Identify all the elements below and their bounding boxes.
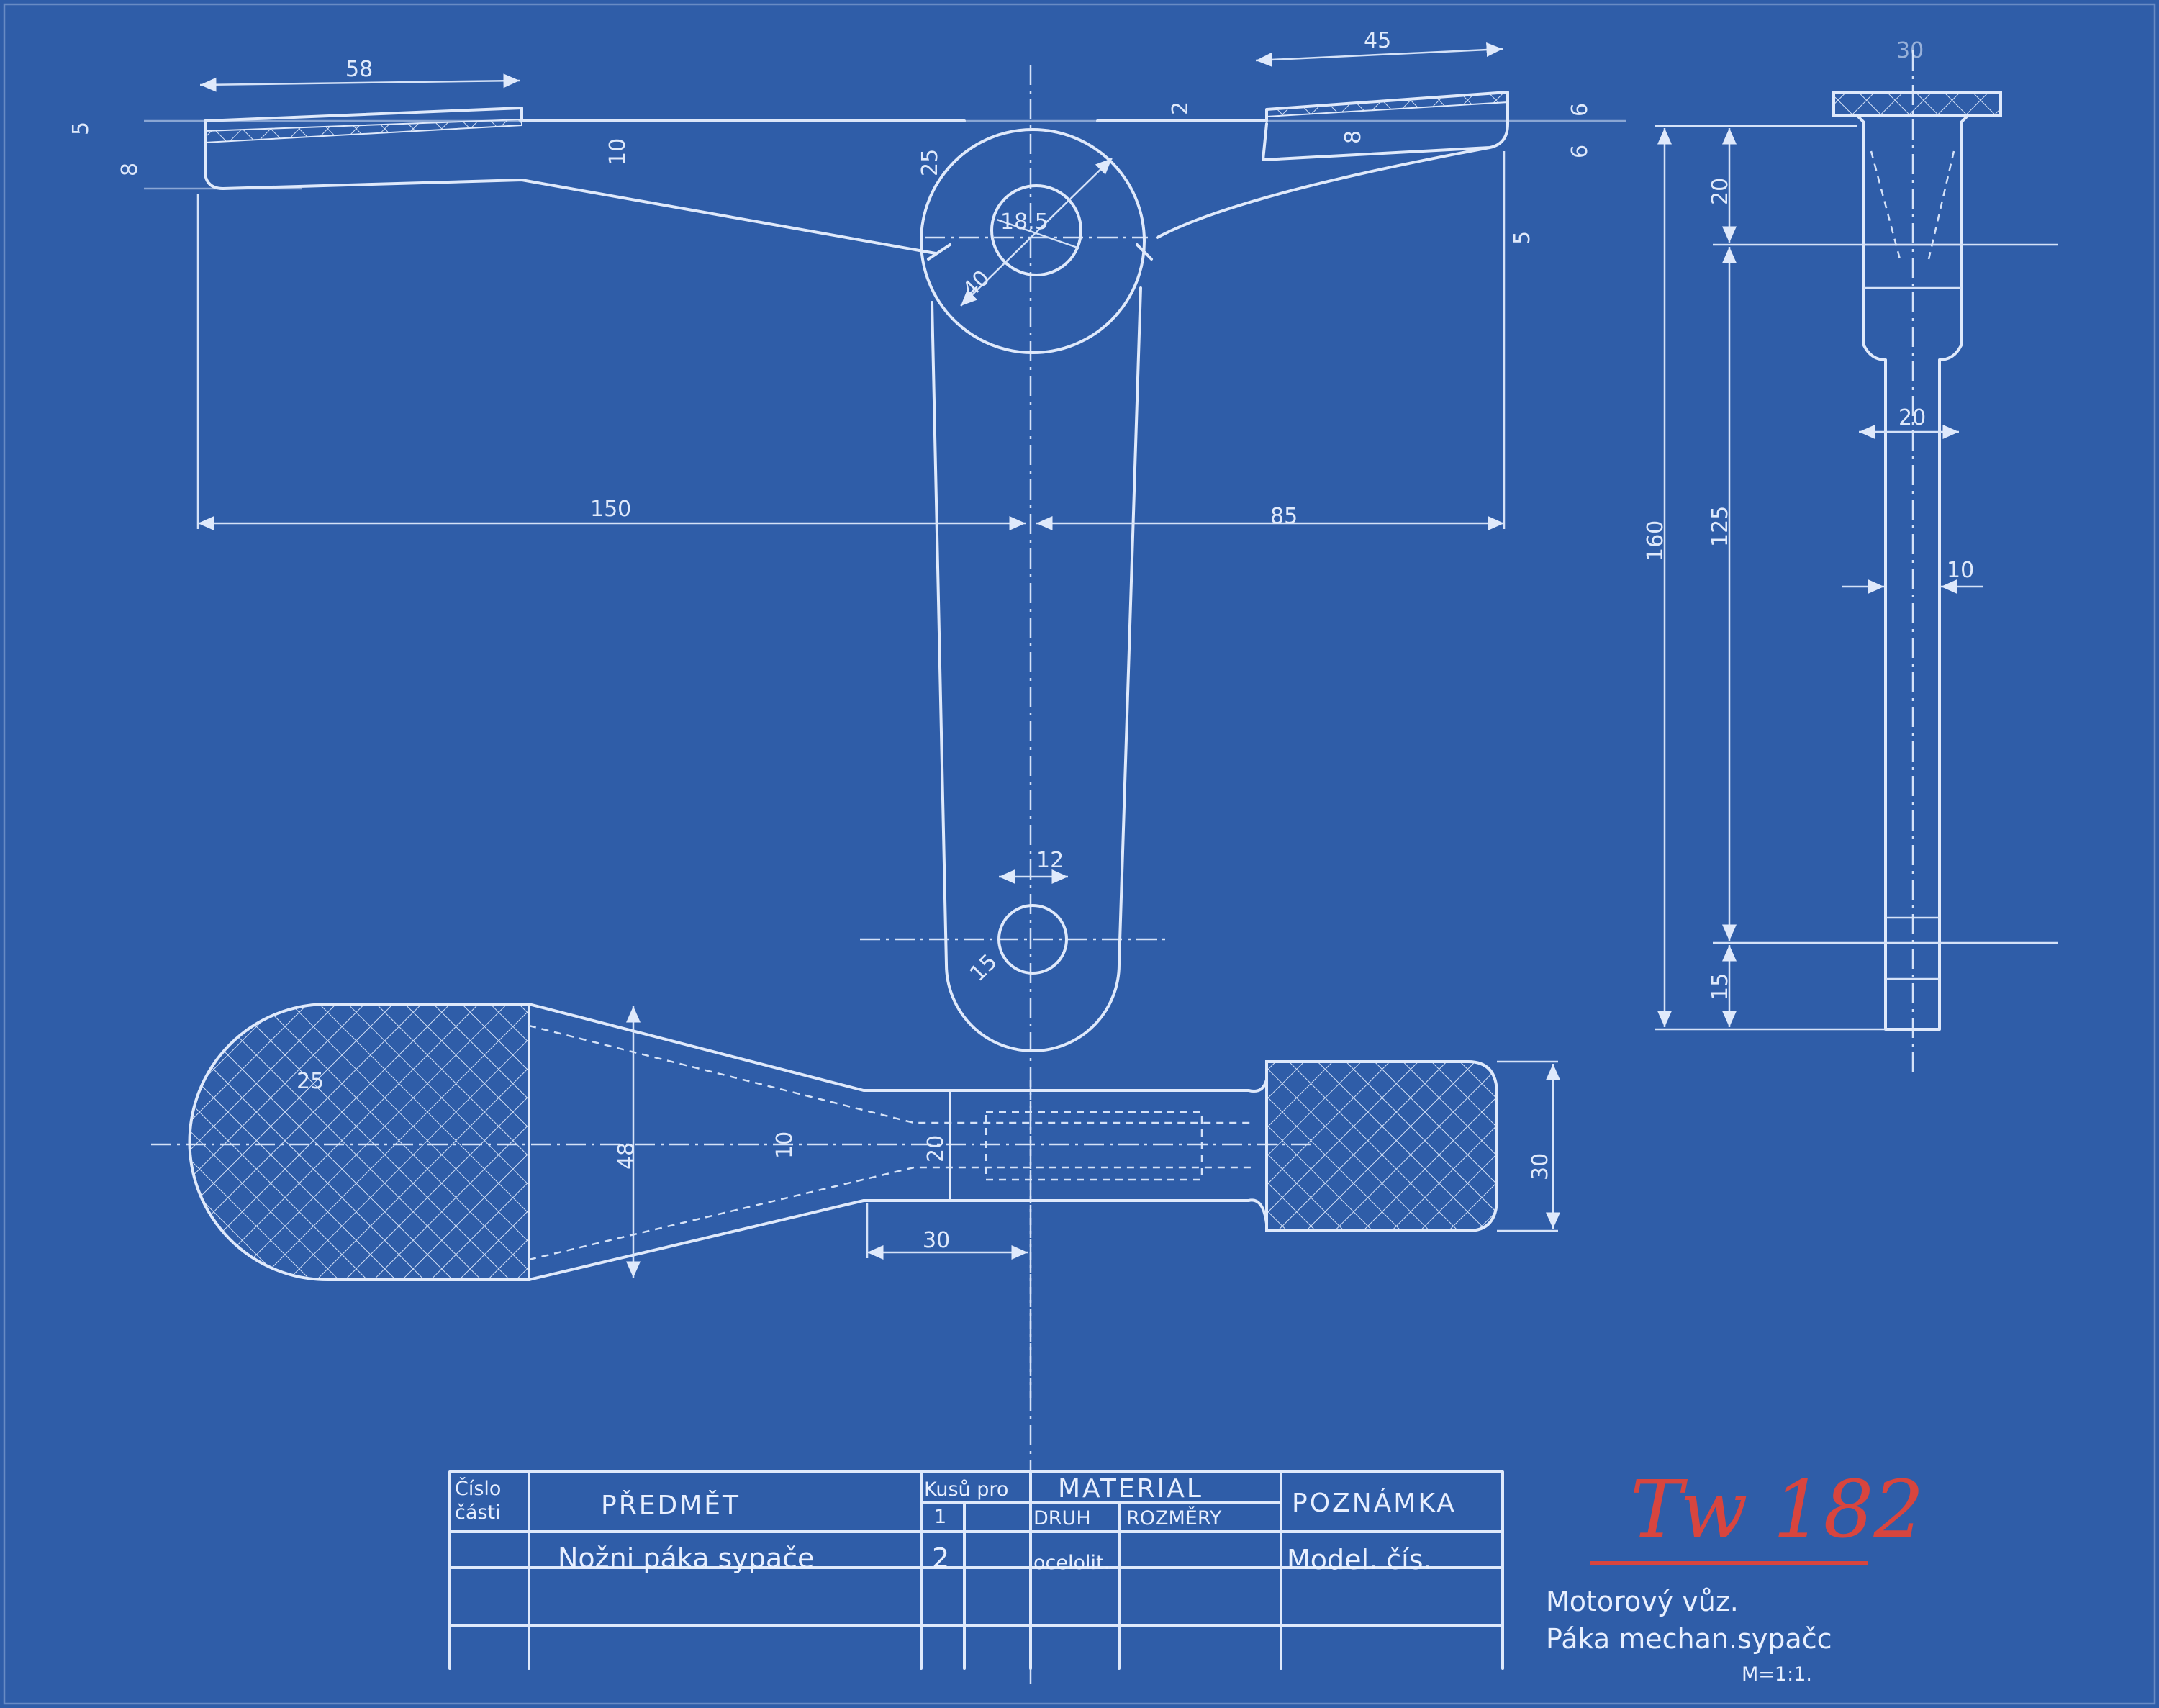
dim-6b: 6 <box>1567 145 1593 158</box>
hub-boss <box>920 128 1146 354</box>
drawing-number-stamp: Tw 182 <box>1630 1463 1924 1555</box>
dim-58: 58 <box>345 57 373 82</box>
caption-line1: Motorový vůz. <box>1546 1586 1739 1617</box>
dim-line-45 <box>1255 42 1503 67</box>
dim-5: 5 <box>68 122 94 135</box>
row-subject: Nožni páka sypače <box>558 1542 814 1574</box>
right-pad-knurled <box>1265 1060 1498 1232</box>
dim-150: 150 <box>590 497 631 522</box>
plan-dim-20: 20 <box>923 1135 949 1162</box>
side-dim-w20: 20 <box>1898 405 1926 430</box>
lower-hole <box>997 904 1068 975</box>
dim-40: 40 <box>958 266 995 303</box>
side-top-pad <box>1832 91 2002 117</box>
col-material-kind: DRUH <box>1033 1507 1091 1529</box>
plan-dim-30w: 30 <box>923 1228 950 1253</box>
side-view: 30 20 160 125 15 20 10 <box>1643 38 2058 1072</box>
dim-2: 2 <box>1168 101 1193 115</box>
plan-taper <box>528 1003 951 1281</box>
dim-18-5: 18.5 <box>1000 209 1049 235</box>
plan-hub <box>949 1078 1268 1225</box>
row-material: ocelolit. <box>1033 1552 1110 1574</box>
side-dim-125: 125 <box>1708 506 1733 547</box>
side-body <box>1855 114 1970 1031</box>
plan-dim-30h: 30 <box>1528 1153 1553 1180</box>
col-subject: PŘEDMĚT <box>601 1490 741 1520</box>
dim-15: 15 <box>965 949 1002 987</box>
col-part-no-1: Číslo <box>455 1477 501 1500</box>
side-dim-30-top: 30 <box>1896 38 1924 63</box>
plan-dim-25: 25 <box>297 1069 324 1094</box>
dim-8-right: 8 <box>1341 130 1366 144</box>
row-note: Model. čís. <box>1287 1544 1432 1576</box>
title-block: Číslo části PŘEDMĚT Kusů pro 1 MATERIAL … <box>448 1470 1504 1670</box>
col-material-dims: ROZMĚRY <box>1126 1506 1222 1529</box>
front-view: 58 45 5 8 10 25 18.5 40 2 8 6 6 5 150 85… <box>68 28 1626 1404</box>
dim-10: 10 <box>605 138 630 166</box>
dim-5-right: 5 <box>1510 231 1535 245</box>
lever-shank <box>927 243 1153 1052</box>
dim-line-18-5 <box>996 218 1080 250</box>
caption-line2: Páka mechan.sypačc <box>1546 1623 1832 1655</box>
plan-dim-48: 48 <box>614 1142 639 1170</box>
side-hidden <box>1870 150 1955 260</box>
right-knurl-strip <box>1266 91 1508 118</box>
plan-view: 25 48 10 20 30 30 <box>151 1003 1560 1684</box>
col-note: POZNÁMKA <box>1292 1488 1457 1518</box>
title-block-grid <box>448 1470 1504 1670</box>
left-knurl-strip <box>204 118 522 144</box>
side-dim-20: 20 <box>1708 178 1733 205</box>
dim-45: 45 <box>1364 28 1391 53</box>
left-pad-knurled <box>188 1003 530 1281</box>
sheet-border <box>3 3 2156 1705</box>
dim-line-58 <box>199 73 520 92</box>
dim-8: 8 <box>117 163 142 176</box>
dim-12: 12 <box>1036 848 1064 873</box>
plan-dim-10: 10 <box>772 1131 797 1159</box>
plan-hidden-lines <box>528 1024 1252 1261</box>
dim-6a: 6 <box>1567 103 1593 117</box>
col-part-no-2: části <box>455 1501 501 1524</box>
side-dim-160: 160 <box>1643 520 1668 561</box>
col-qty-sub: 1 <box>934 1506 946 1528</box>
dim-line-40 <box>960 158 1113 307</box>
row-qty: 2 <box>932 1542 949 1574</box>
col-material: MATERIAL <box>1058 1474 1203 1504</box>
dim-25: 25 <box>918 149 943 176</box>
side-dim-15: 15 <box>1708 973 1733 1000</box>
col-qty: Kusů pro <box>924 1478 1008 1501</box>
plan-hub-inner <box>985 1111 1203 1181</box>
side-dim-w10: 10 <box>1947 558 1974 583</box>
caption-scale: M=1:1. <box>1742 1663 1812 1686</box>
dim-85: 85 <box>1270 504 1298 529</box>
